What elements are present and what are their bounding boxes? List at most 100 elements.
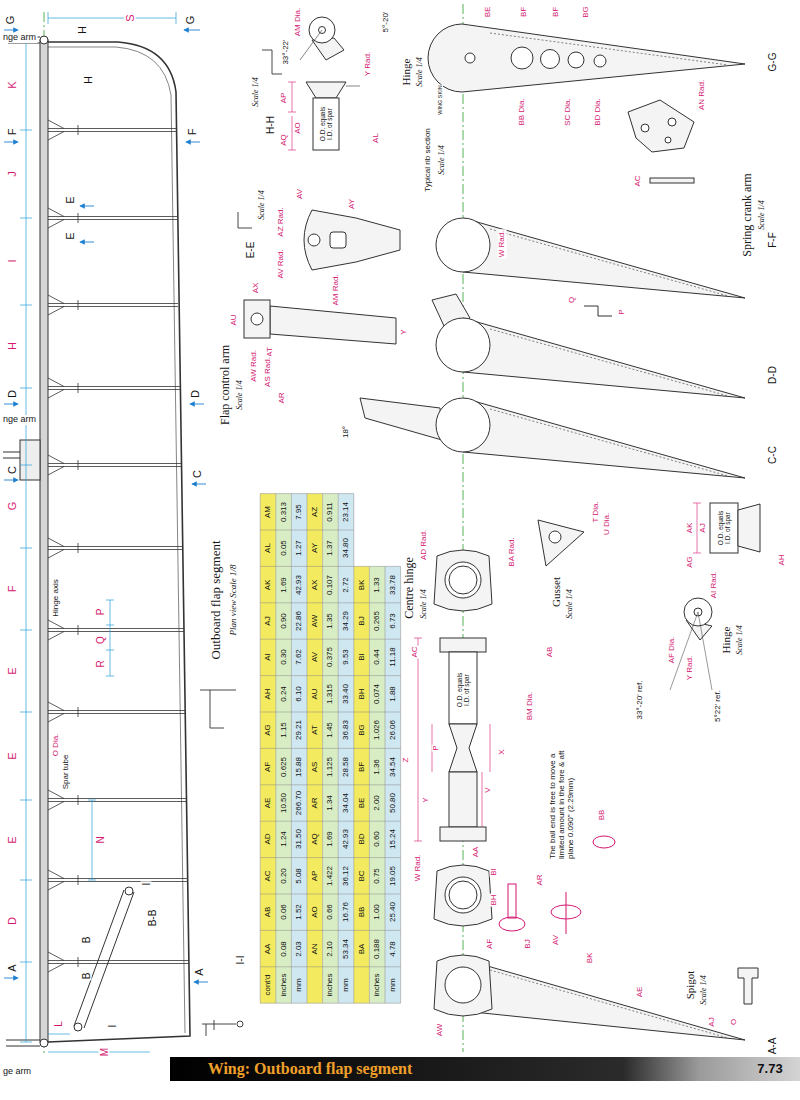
table-cell: 0.265: [373, 610, 382, 632]
table-cell: BG: [357, 723, 366, 737]
footer-bar: [170, 1057, 800, 1081]
dimension-letter: AF: [486, 938, 495, 950]
section-mark: H: [82, 75, 94, 85]
section-mark: WING SKIN: [437, 84, 443, 115]
table-cell: BE: [357, 797, 366, 810]
section-mark: D: [6, 389, 18, 399]
table-cell: 15.88: [295, 756, 304, 778]
table-cell: 0.60: [373, 831, 382, 849]
section-mark: C: [191, 469, 203, 479]
section-mark: G-G: [767, 52, 778, 73]
flap-control-arm: [330, 232, 346, 248]
dimension-letter: P: [432, 744, 441, 751]
boxed-note: O.D. equals I.D. of spar: [456, 666, 470, 714]
section-mark: H: [76, 25, 88, 35]
section-mark: A-A: [767, 1037, 778, 1056]
dimension-letter: AQ: [280, 133, 289, 147]
table-cell: BJ: [357, 615, 366, 626]
table-cell: AM: [264, 505, 273, 519]
dimension-letter: AA: [472, 846, 481, 859]
section-arrows: [4, 404, 18, 405]
section-mark: Spar tube: [62, 754, 71, 791]
table-cell: 50.80: [388, 792, 397, 814]
table-cell: 1.36: [373, 758, 382, 776]
dimension-letter: AZ Rad.: [277, 206, 286, 237]
table-cell: 0.90: [279, 612, 288, 630]
dimension-letter: BF: [520, 6, 529, 18]
scale-note: Scale 1/4: [700, 974, 709, 1006]
table-cell: mm: [342, 977, 351, 992]
table-cell: 36.12: [342, 865, 351, 887]
section-arrows: [184, 30, 200, 31]
centre-hinge-and-spigot: [449, 652, 477, 724]
dimension-letter: Y Rad.: [686, 655, 695, 681]
section-arrows: [192, 484, 206, 485]
part-name: nge arm: [2, 33, 37, 43]
table-cell: 0.911: [326, 501, 335, 522]
table-cell: 0.66: [326, 903, 335, 921]
dimension-letter: S: [124, 13, 136, 22]
dimension-letter: H: [6, 341, 18, 351]
dimension-lines: [20, 40, 32, 1042]
rib-sections: [490, 229, 728, 296]
dimension-letter: BA Rad.: [508, 536, 517, 567]
section-arrows: [4, 142, 18, 143]
table-cell: AH: [264, 687, 273, 700]
dimension-letter: AH: [778, 553, 787, 566]
dimension-letter: BE: [484, 6, 493, 19]
dimension-letter: BD Dia.: [594, 97, 603, 127]
page-number: 7.73: [756, 1062, 783, 1076]
dimension-letter: BJ: [524, 938, 533, 949]
table-cell: 2.10: [326, 940, 335, 958]
centre-hinge-and-spigot: [414, 550, 492, 926]
dimension-letter: AD Rad.: [420, 529, 429, 561]
dimension-letter: N: [95, 835, 106, 844]
section-mark: F: [6, 128, 18, 137]
table-cell: 1.45: [326, 721, 335, 739]
section-mark: 5°-20': [382, 11, 391, 34]
table-cell: AA: [264, 942, 273, 955]
plan-view: [48, 47, 185, 1033]
table-cell: 1.33: [373, 576, 382, 594]
section-mark: C-C: [767, 445, 778, 465]
dimension-letter: AV Rad.: [277, 248, 286, 279]
table-cell: 1.00: [373, 903, 382, 921]
table-cell: AQ: [310, 833, 319, 847]
right-hinge: [738, 504, 760, 552]
plan-view: [6, 1040, 40, 1046]
section-arrows: [190, 404, 204, 405]
dimension-letter: D: [6, 916, 18, 926]
dimension-letter: AC: [634, 174, 643, 187]
table-cell: 266.70: [295, 790, 304, 816]
dimension-letter: BF: [552, 6, 561, 18]
plan-view: [20, 440, 40, 480]
section-mark: Typical rib section: [424, 127, 433, 193]
scale-note: Scale 1/4: [438, 144, 447, 176]
table-cell: AX: [310, 578, 319, 591]
rib-sections: [490, 329, 728, 396]
plan-view: [40, 36, 48, 44]
plan-view: [3, 36, 190, 1047]
section-mark: I-I: [235, 955, 246, 966]
table-cell: 1.125: [326, 756, 335, 778]
table-cell: 0.074: [373, 683, 382, 705]
table-cell: 0.06: [279, 903, 288, 921]
table-cell: 0.375: [326, 646, 335, 668]
table-cell: 53.34: [342, 938, 351, 960]
dimension-letter: E: [6, 835, 18, 844]
rib-sections: [445, 967, 481, 1003]
dimension-letter: R: [95, 659, 106, 668]
small-sketches: [202, 1020, 236, 1036]
dimension-letter: G: [6, 501, 18, 512]
ball-end-parts: [593, 836, 615, 848]
spring-crank-arm: [628, 100, 694, 183]
section-mark: 33°-22': [282, 38, 291, 65]
spring-crank-arm: [650, 178, 694, 183]
gusset: [549, 531, 561, 543]
rib-sections: [541, 50, 560, 69]
scale-note: Plan view Scale 1/8: [229, 563, 239, 636]
dimension-letter: E: [6, 666, 18, 675]
table-cell: 1.34: [326, 794, 335, 812]
dimension-letter: Y Rad.: [364, 51, 373, 77]
